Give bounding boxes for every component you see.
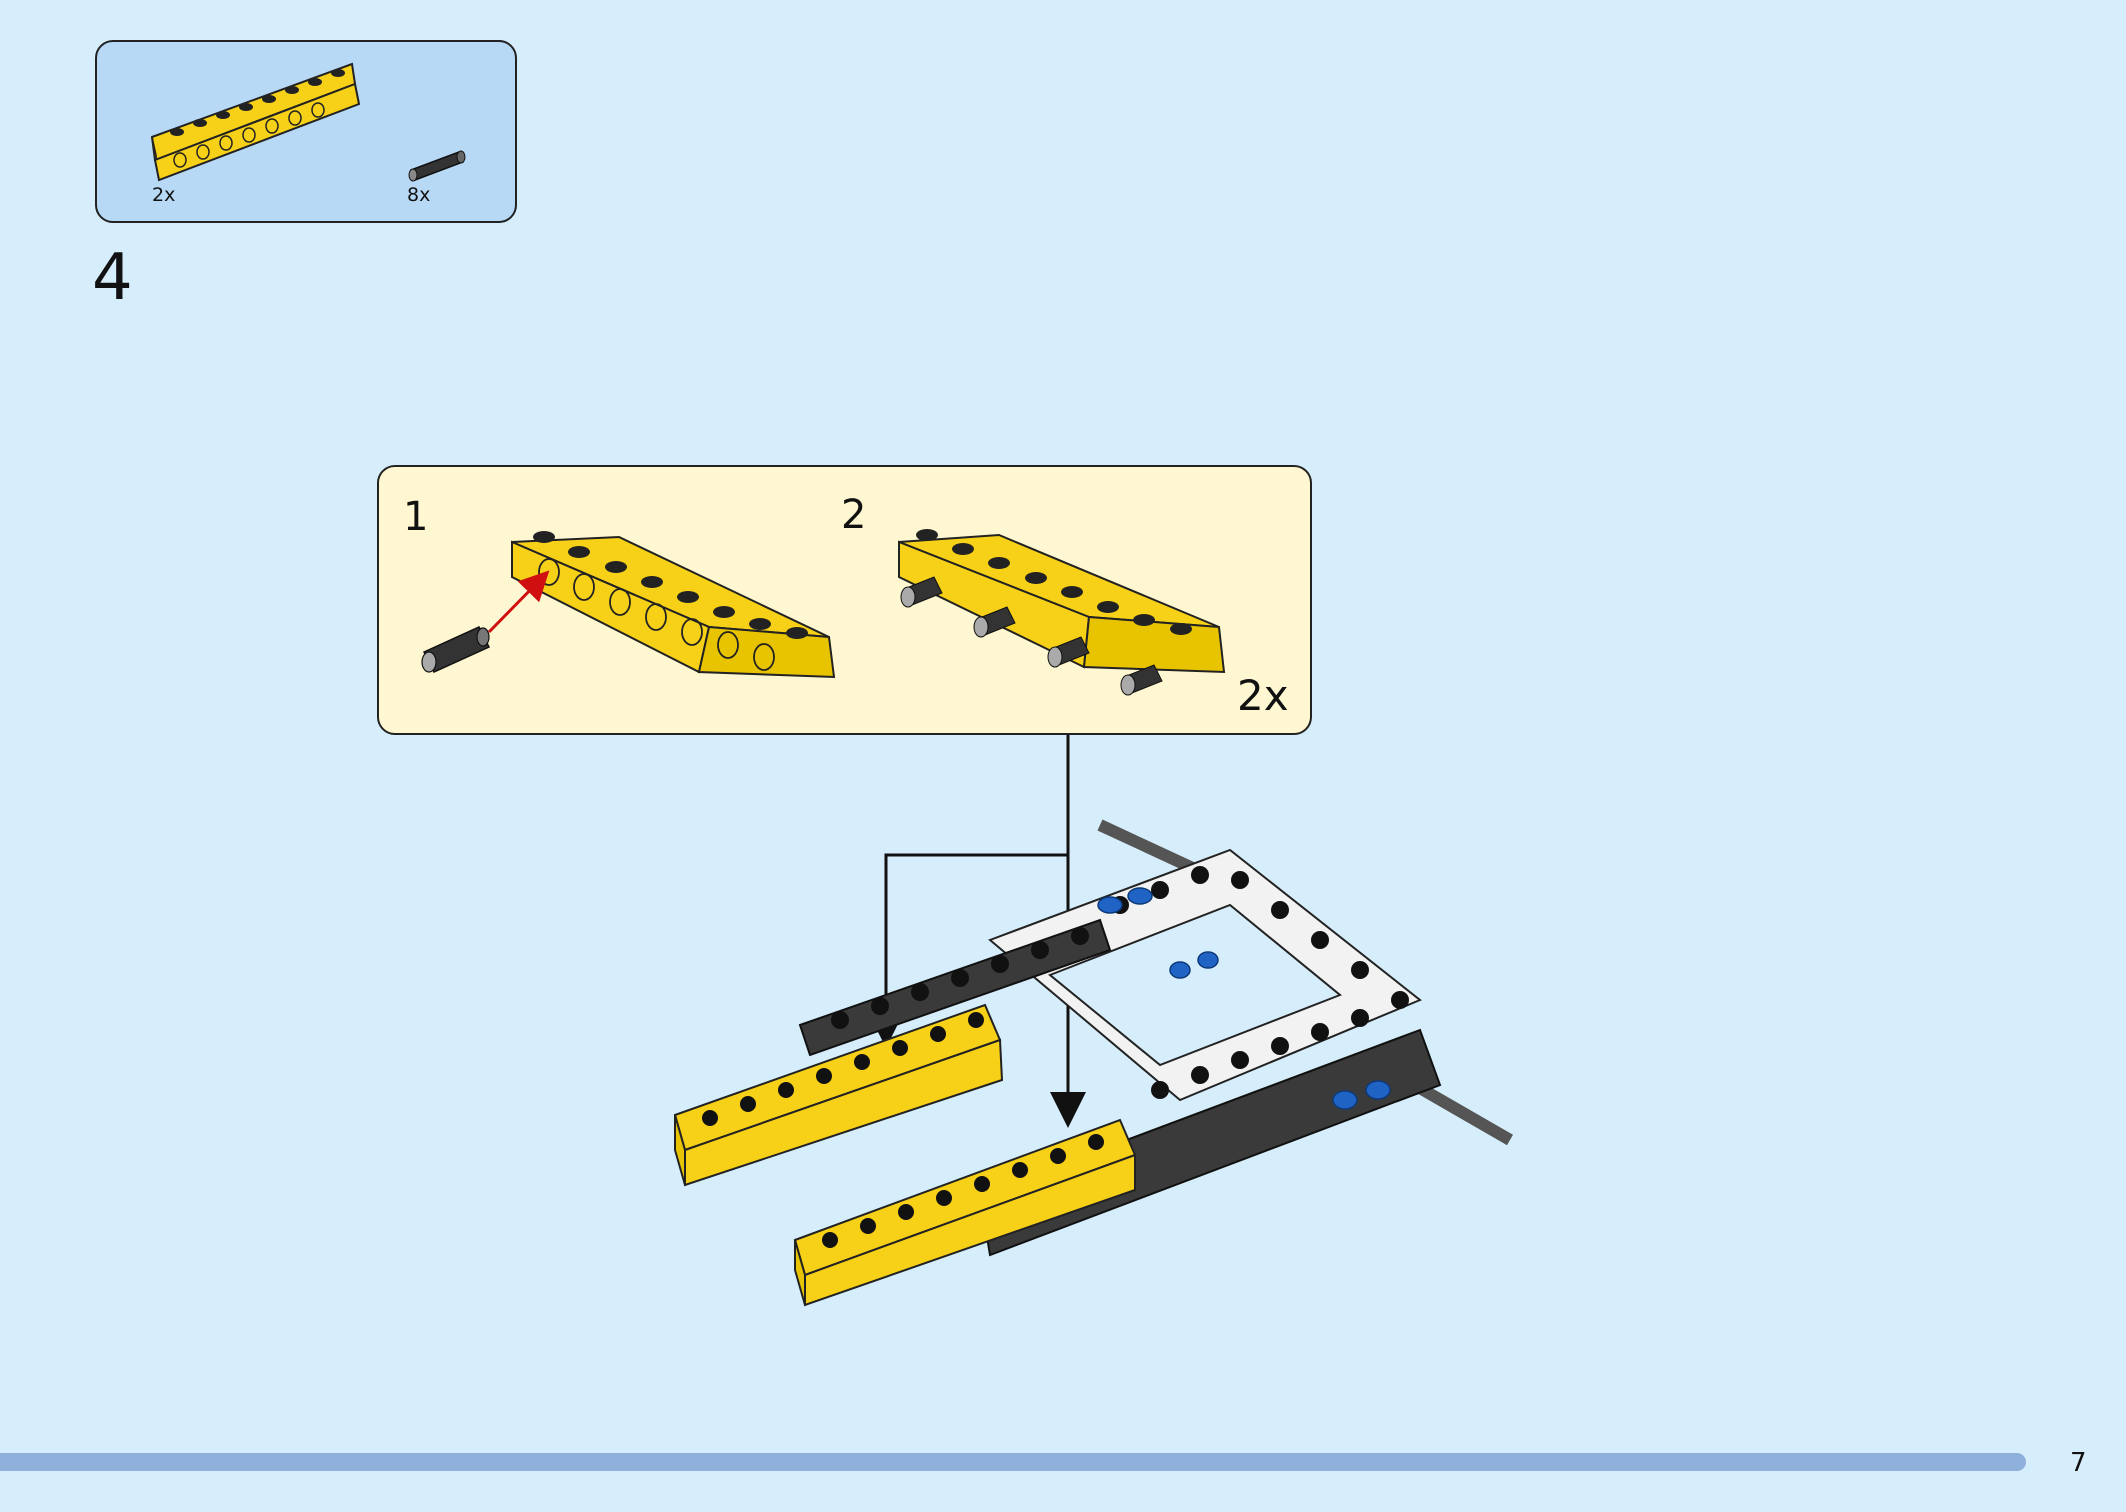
substep-1-number: 1 [403,494,429,540]
page-number: 7 [2070,1448,2087,1478]
substep-2-beam [898,529,1226,674]
callout-multiplier: 2x [1237,671,1289,720]
callout-illustration [421,529,1226,696]
connector-pin-icon [408,150,466,182]
blue-pins [1097,887,1391,1110]
connector-pin-quantity: 8x [407,184,431,206]
yellow-beam-rear [673,1003,1004,1187]
yellow-beam-icon [150,62,361,182]
parts-list-box: 2x 8x [95,40,517,223]
substep-2-pins [900,576,1163,696]
red-insert-arrow [487,570,550,634]
yellow-beam-quantity: 2x [152,184,176,206]
substep-1-pin [421,626,491,673]
progress-bar [0,1453,2026,1471]
model-illustration [673,819,1513,1307]
parts-illustration [150,62,466,182]
yellow-beam-front [793,1118,1137,1307]
subassembly-callout: 1 2 2x [377,465,1312,735]
substep-2-number: 2 [841,492,867,538]
step-number: 4 [92,241,133,315]
substep-1-beam [511,531,836,679]
